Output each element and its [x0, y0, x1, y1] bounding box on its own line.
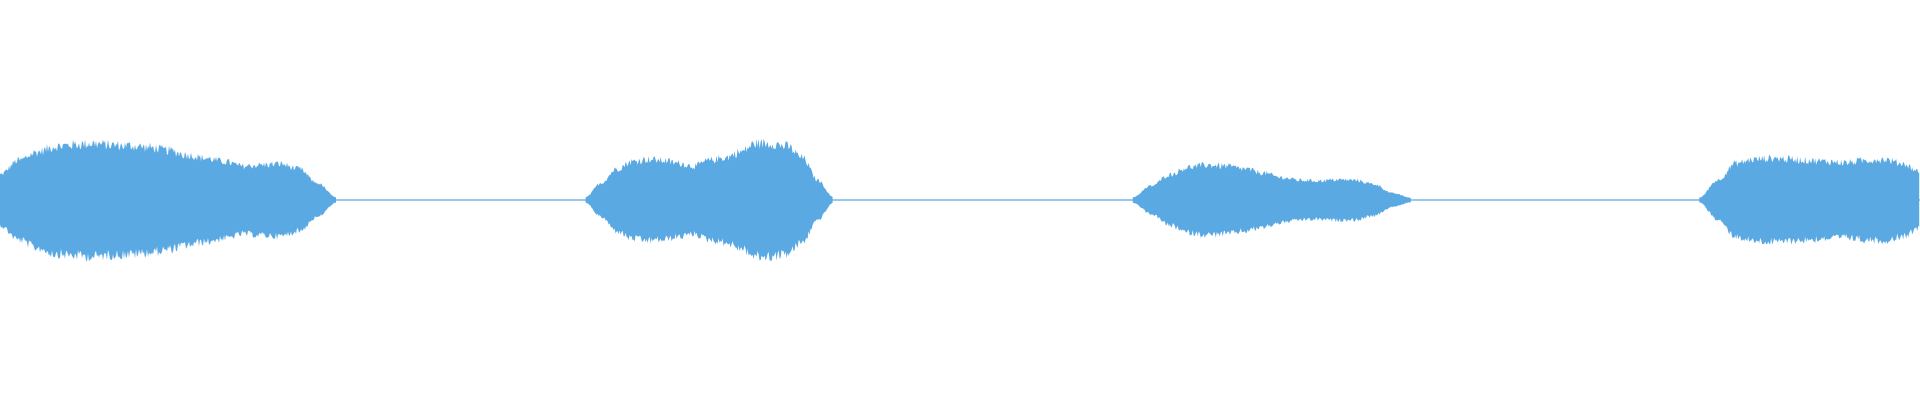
waveform-burst-3 [1132, 162, 1411, 238]
waveform-burst-1 [0, 139, 336, 262]
waveform-bursts [0, 138, 1920, 262]
waveform-burst-4 [1699, 154, 1920, 245]
waveform-burst-2 [585, 138, 833, 262]
